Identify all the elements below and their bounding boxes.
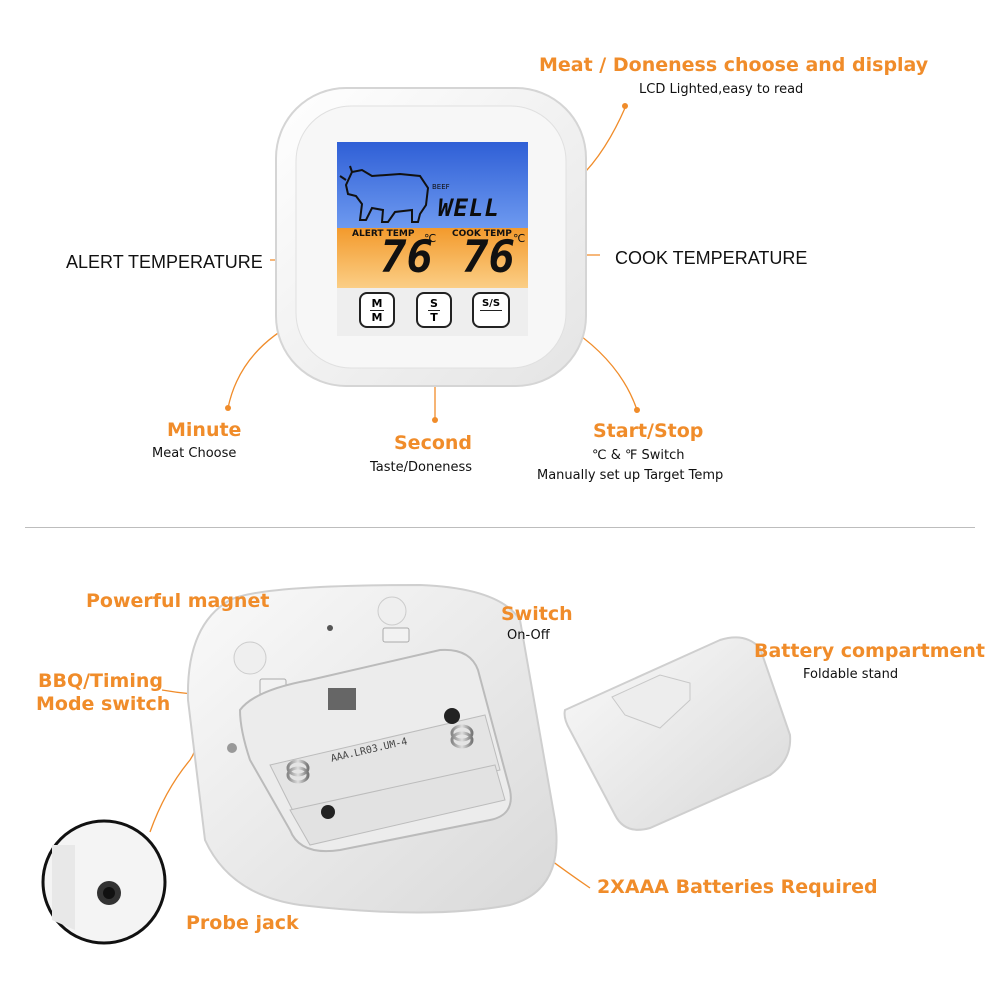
lcd-beef-label: BEEF (432, 183, 450, 191)
meat-doneness-title: Meat / Doneness choose and display (539, 54, 929, 76)
probe-jack-label: Probe jack (186, 912, 299, 934)
lcd-cook-temp-label: COOK TEMP (452, 229, 512, 239)
powerful-magnet-label: Powerful magnet (86, 590, 270, 612)
lcd-alert-temp-value: 76 (380, 232, 433, 283)
st-button-top: S (428, 297, 440, 311)
second-subtitle: Taste/Doneness (370, 460, 472, 475)
st-button-bottom: T (430, 311, 438, 324)
lcd-cook-temp-value: 76 (462, 232, 515, 283)
st-button[interactable]: S T (416, 292, 452, 328)
mm-button-bottom: M (371, 311, 383, 324)
mm-button[interactable]: M M (359, 292, 395, 328)
bbq-mode-line1: BBQ/Timing (38, 670, 163, 692)
switch-subtitle: On-Off (507, 628, 550, 643)
switch-title: Switch (501, 603, 573, 625)
ss-button-top: S/S (480, 298, 502, 311)
ss-button[interactable]: S/S (472, 292, 510, 328)
meat-doneness-subtitle: LCD Lighted,easy to read (639, 82, 804, 97)
minute-title: Minute (167, 419, 242, 441)
alert-temperature-label: ALERT TEMPERATURE (66, 252, 263, 272)
start-stop-title: Start/Stop (593, 420, 704, 442)
lcd-alert-temp-label: ALERT TEMP (352, 229, 415, 239)
bbq-mode-line2: Mode switch (36, 693, 171, 715)
start-stop-line2: Manually set up Target Temp (537, 468, 724, 483)
lcd-cook-unit: ℃ (513, 232, 526, 245)
start-stop-line1: ℃ & ℉ Switch (592, 448, 685, 463)
cook-temperature-label: COOK TEMPERATURE (615, 248, 808, 268)
batteries-required-label: 2XAAA Batteries Required (597, 876, 878, 898)
battery-compartment-subtitle: Foldable stand (803, 667, 899, 682)
lcd-doneness: WELL (438, 194, 500, 222)
battery-compartment-title: Battery compartment (754, 640, 986, 662)
minute-subtitle: Meat Choose (152, 446, 237, 461)
lcd-alert-unit: ℃ (424, 232, 437, 245)
mm-button-top: M (370, 297, 384, 311)
second-title: Second (394, 432, 473, 454)
section-divider (25, 527, 975, 528)
